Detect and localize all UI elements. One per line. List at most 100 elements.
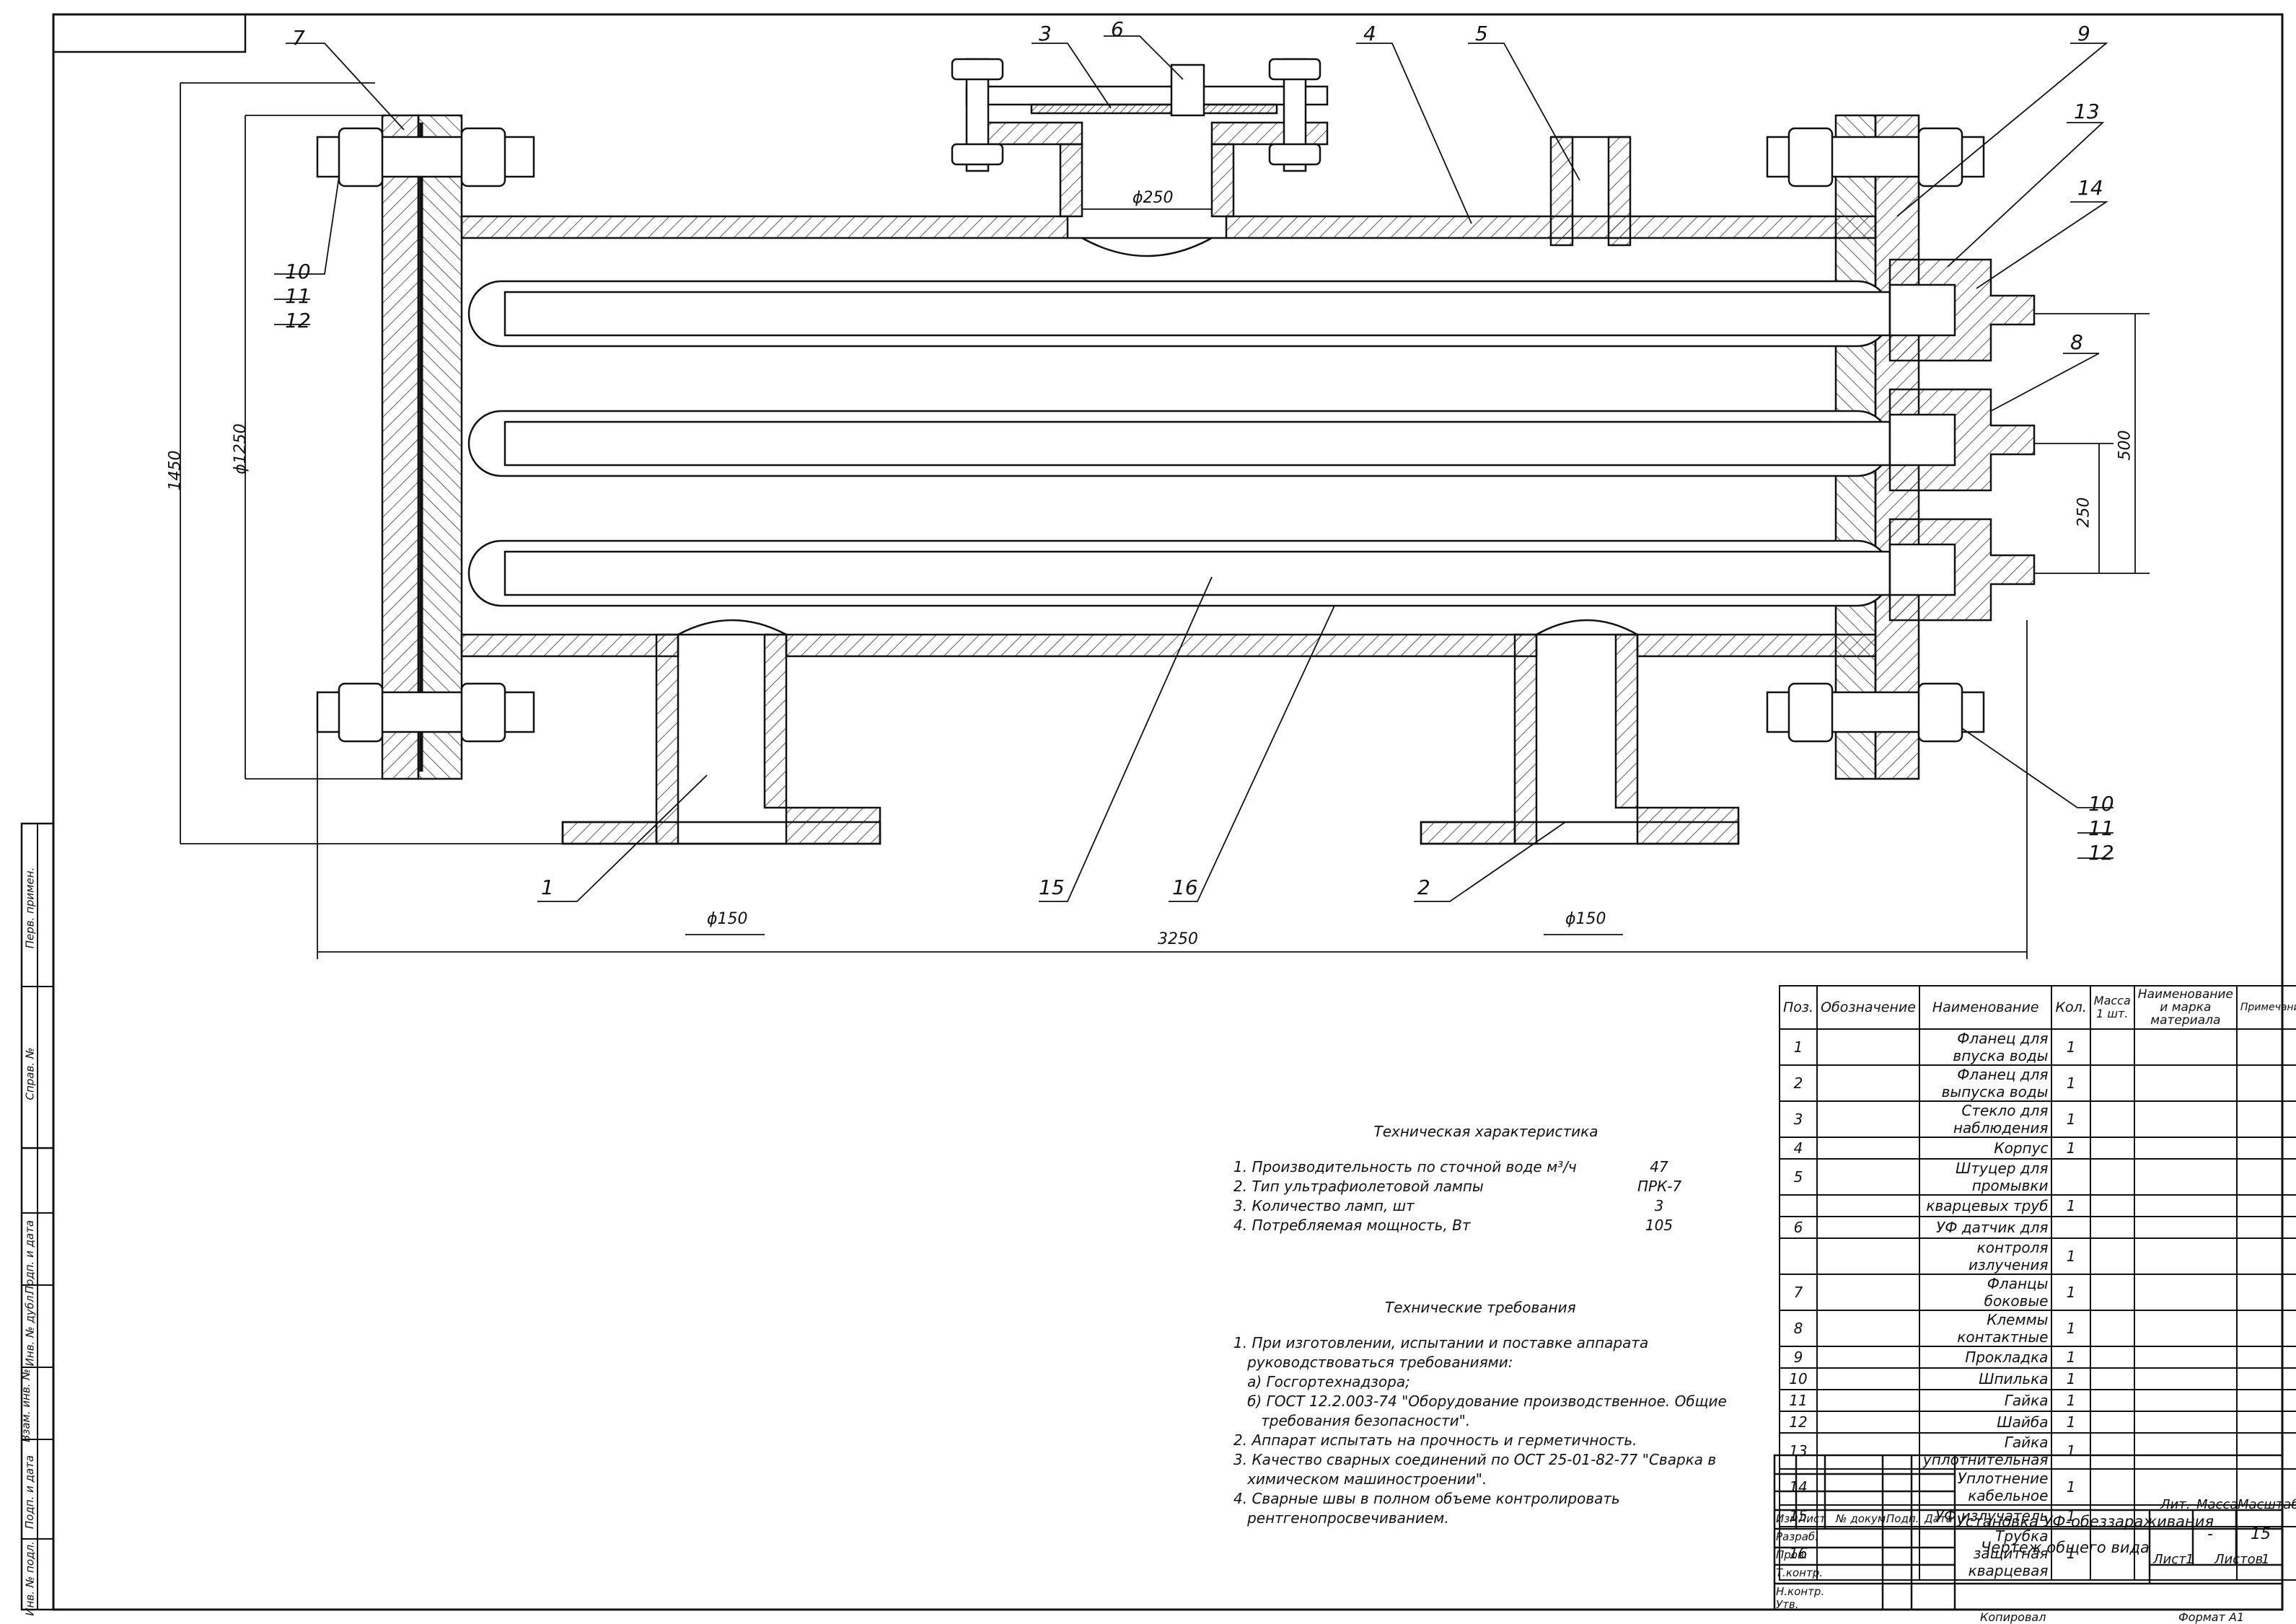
tech-characteristics-title: Техническая характеристика	[1373, 1123, 1598, 1140]
spec-cell-qty	[2051, 1158, 2091, 1196]
sheet-frame	[20, 13, 2284, 1611]
spec-cell-name: Стекло для наблюдения	[1918, 1100, 2053, 1138]
spec-cell-name: кварцевых труб	[1918, 1194, 2053, 1217]
stamp-sprav: Справ. №	[23, 1047, 37, 1100]
spec-cell-des	[1816, 1367, 1920, 1390]
spec-cell-mat	[2133, 1367, 2238, 1390]
callout-10-right: 10	[2088, 792, 2114, 816]
tech-item: 1. Производительность по сточной воде м³…	[1233, 1158, 1668, 1175]
spec-cell-name: Корпус	[1918, 1137, 2053, 1160]
spec-cell-des	[1816, 1100, 1920, 1138]
requirement-line: б) ГОСТ 12.2.003-74 "Оборудование произв…	[1233, 1393, 1727, 1410]
tb-title-line2: Чертеж общего вида	[1981, 1539, 2150, 1556]
spec-cell-pos: 9	[1778, 1346, 1818, 1369]
spec-cell-pos: 13	[1778, 1432, 1818, 1470]
tb-izm: Изм.	[1776, 1512, 1802, 1525]
spec-cell-mat	[2133, 1346, 2238, 1369]
dim-outlet-diameter: ϕ150	[1565, 910, 1606, 928]
tb-razrab: Разраб.	[1776, 1530, 1818, 1543]
tb-scale-value: 15	[2251, 1525, 2271, 1543]
dimension-lines	[180, 82, 2150, 959]
spec-cell-mass	[2089, 1367, 2135, 1390]
spec-cell-des	[1816, 1194, 1920, 1217]
header-mass: Масса 1 шт.	[2089, 985, 2135, 1030]
stamp-perv-primen: Перв. примен.	[23, 867, 37, 949]
spec-cell-mass	[2089, 1100, 2135, 1138]
spec-cell-note	[2235, 1468, 2296, 1506]
spec-cell-mat	[2133, 1237, 2238, 1275]
tb-sheets-num: 1	[2261, 1552, 2270, 1567]
tech-requirements: Технические требования 1. При изготовлен…	[1233, 1298, 1738, 1528]
callout-13: 13	[2074, 100, 2100, 123]
spec-cell-des	[1816, 1216, 1920, 1239]
spec-cell-des	[1816, 1389, 1920, 1412]
spec-cell-mass	[2089, 1274, 2135, 1311]
callout-12-left: 12	[285, 309, 311, 332]
spec-cell-pos: 2	[1778, 1064, 1818, 1102]
spec-cell-qty: 1	[2051, 1526, 2091, 1581]
spec-cell-qty: 1	[2051, 1100, 2091, 1138]
dim-top-port: ϕ250	[1132, 189, 1174, 207]
stamp-podp-data-2: Подп. и дата	[23, 1455, 37, 1530]
spec-cell-pos: 7	[1778, 1274, 1818, 1311]
dim-height-total: 1450	[166, 450, 185, 491]
spec-cell-mat	[2133, 1389, 2238, 1412]
callout-2: 2	[1417, 875, 1430, 899]
spec-cell-des	[1816, 1526, 1920, 1581]
spec-cell-qty: 1	[2051, 1028, 2091, 1066]
spec-cell-note	[2235, 1028, 2296, 1066]
spec-cell-mat	[2133, 1064, 2238, 1102]
callout-7: 7	[292, 26, 305, 50]
requirement-line: требования безопасности".	[1233, 1412, 1471, 1429]
tb-format: Формат	[2178, 1610, 2225, 1624]
spec-cell-des	[1816, 1346, 1920, 1369]
dim-length-total: 3250	[1158, 930, 1198, 948]
callout-3: 3	[1039, 22, 1052, 45]
callout-15: 15	[1039, 875, 1065, 899]
spec-cell-name: Фланец для выпуска воды	[1918, 1064, 2053, 1102]
spec-cell-note	[2235, 1237, 2296, 1275]
tb-copied: Копировал	[1980, 1610, 2046, 1624]
spec-cell-qty: 1	[2051, 1432, 2091, 1470]
header-qty: Кол.	[2051, 985, 2091, 1030]
spec-cell-mat	[2133, 1468, 2238, 1506]
spec-cell-qty: 1	[2051, 1137, 2091, 1160]
callout-1: 1	[541, 875, 554, 899]
requirement-line: 2. Аппарат испытать на прочность и герме…	[1233, 1431, 1637, 1449]
spec-cell-note	[2235, 1137, 2296, 1160]
tech-characteristics: Техническая характеристика 1. Производит…	[1233, 1122, 1681, 1235]
spec-cell-pos: 6	[1778, 1216, 1818, 1239]
spec-cell-mat	[2133, 1216, 2238, 1239]
spec-cell-mat	[2133, 1274, 2238, 1311]
requirement-line: 3. Качество сварных соединений по ОСТ 25…	[1233, 1451, 1717, 1468]
spec-cell-name: Гайка	[1918, 1389, 2053, 1412]
header-note: Примечание	[2235, 985, 2296, 1030]
spec-cell-mass	[2089, 1028, 2135, 1066]
requirement-line: руководствоваться требованиями:	[1233, 1354, 1513, 1371]
leader-lines	[274, 35, 2114, 902]
requirement-line: 4. Сварные швы в полном объеме контролир…	[1233, 1490, 1620, 1507]
tb-doc: № докум.	[1836, 1512, 1889, 1525]
requirement-line: 1. При изготовлении, испытании и поставк…	[1233, 1334, 1649, 1351]
tb-list: Лист	[1798, 1512, 1826, 1525]
callout-9: 9	[2077, 22, 2090, 45]
spec-cell-qty	[2051, 1216, 2091, 1239]
callout-5: 5	[1475, 22, 1488, 45]
spec-cell-qty: 1	[2051, 1194, 2091, 1217]
spec-cell-mass	[2089, 1194, 2135, 1217]
spec-cell-des	[1816, 1274, 1920, 1311]
spec-cell-pos: 4	[1778, 1137, 1818, 1160]
spec-cell-name: контроля излучения	[1918, 1237, 2053, 1275]
spec-cell-mass	[2089, 1346, 2135, 1369]
